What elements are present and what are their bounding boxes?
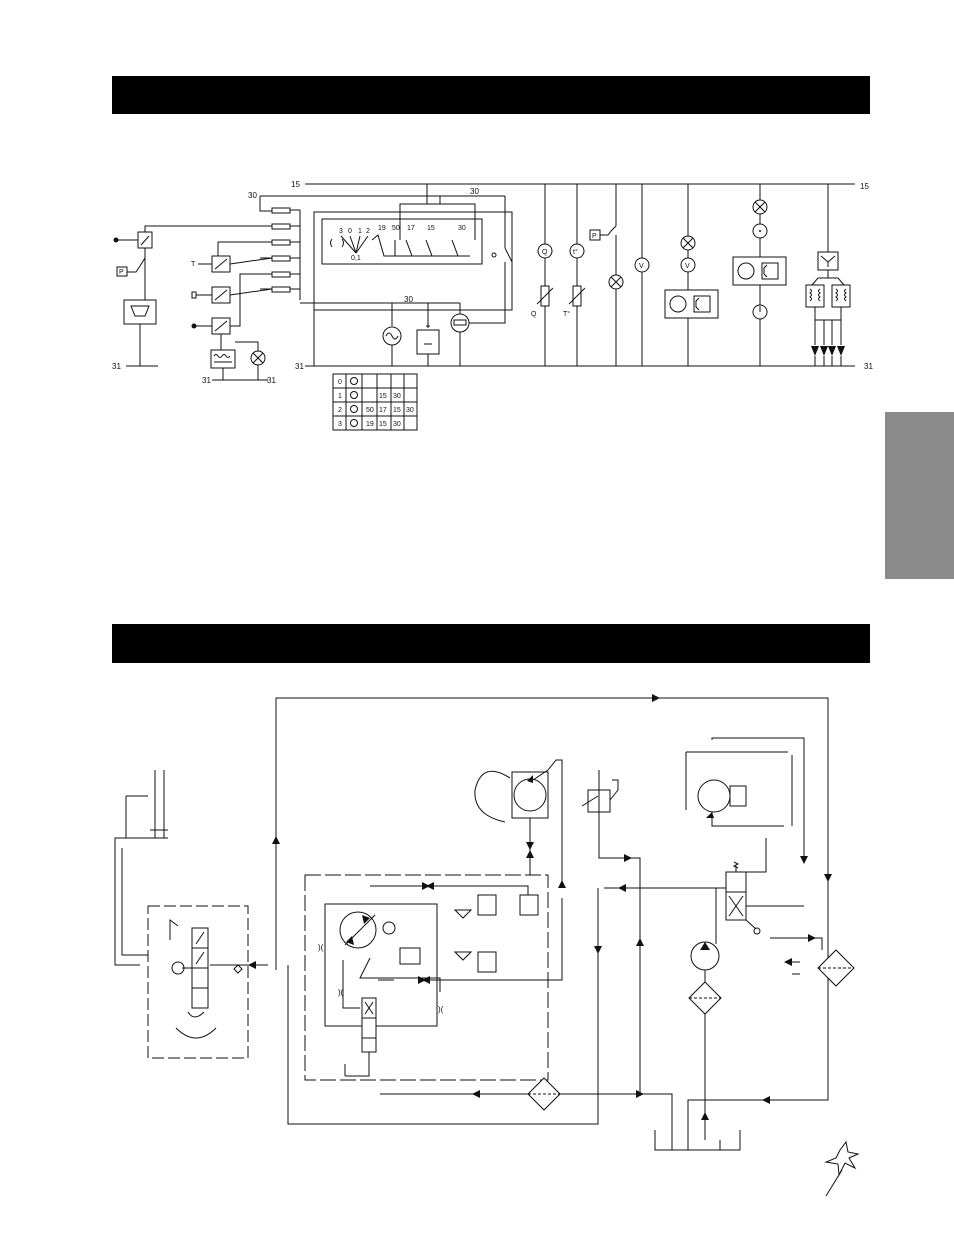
hour-meter-circuit	[732, 184, 787, 366]
orifice-mark-a: )(	[318, 943, 324, 952]
table-row-3-c3: 30	[393, 421, 401, 428]
switch-pos-2: 2	[366, 228, 370, 235]
switch-term-30: 30	[458, 225, 466, 232]
brand-logo-icon	[824, 1140, 860, 1197]
charge-pump	[688, 941, 722, 1140]
table-row-2-c4: 30	[406, 407, 414, 414]
oil-pressure-label: P	[592, 233, 597, 240]
main-reservoir	[640, 1093, 828, 1151]
switch-term-17: 17	[407, 225, 415, 232]
orifice-mark-c: )(	[438, 1005, 444, 1014]
table-row-3-c2: 15	[379, 421, 387, 428]
ground-31-horn-label: 31	[112, 362, 121, 371]
switch-position-table: 0 1 15 30 2 50 17 15 30 3 19 15 30	[332, 373, 418, 431]
horn-circuit: P 31	[112, 225, 260, 371]
orifice-mark-b: )(	[338, 988, 344, 997]
alternator-symbol	[382, 303, 402, 366]
bus-31-label: 31	[295, 362, 304, 371]
electrical-wiring-diagram: 15 15 31 31 30 30	[112, 180, 873, 431]
section-header-bar-hydraulic	[112, 624, 870, 663]
oil-pressure-circuit: P	[589, 184, 624, 366]
feed-30-mid-label: 30	[404, 295, 413, 304]
bus-15-label: 15	[291, 180, 300, 189]
pump-valve-block: )( )( )(	[304, 874, 563, 1081]
bus-15-right-label: 15	[860, 182, 869, 191]
table-row-1-c3: 30	[393, 393, 401, 400]
glow-relay-circuit	[805, 184, 851, 366]
table-row-2-c1: 50	[366, 407, 374, 414]
ignition-switch: 3 0 1 2 19 50 17 15 30 0,1	[313, 184, 513, 311]
fan-motor-loop	[685, 737, 808, 864]
relief-valve-upper	[581, 770, 641, 888]
table-row-2-pos: 2	[338, 407, 342, 414]
temp-switch-label: T	[191, 261, 196, 268]
fuse-block	[260, 207, 301, 300]
voltmeter-circuit: V	[634, 184, 650, 366]
fuel-gauge-circuit: Q Q	[531, 184, 554, 366]
section-header-bar-electrical	[112, 76, 870, 114]
switch-pos-0: 0	[348, 228, 352, 235]
switch-term-50: 50	[392, 225, 400, 232]
voltage-regulator-circuit: V	[664, 184, 719, 366]
table-row-1-c2: 15	[379, 393, 387, 400]
pressure-switch-label: P	[119, 269, 124, 276]
ground-31-sensor-label: 31	[202, 376, 211, 385]
battery-symbol	[416, 303, 440, 366]
switch-term-15: 15	[427, 225, 435, 232]
voltmeter-label: V	[639, 263, 644, 270]
sensor-switch-group: T 31 31	[191, 241, 276, 385]
left-reservoir	[114, 770, 168, 966]
switch-pos-3: 3	[339, 228, 343, 235]
fuel-sender-label: Q	[531, 311, 537, 318]
hydraulic-diagram: )( )( )(	[114, 694, 855, 1151]
side-thumb-tab	[885, 412, 954, 579]
table-row-0-pos: 0	[338, 379, 342, 386]
table-row-2-c3: 15	[393, 407, 401, 414]
temp-gauge-circuit: t° T°	[563, 184, 586, 366]
temp-sender-label: T°	[563, 310, 570, 318]
table-row-3-c1: 19	[366, 421, 374, 428]
steering-control-valve	[147, 905, 268, 1059]
table-row-3-pos: 3	[338, 421, 342, 428]
table-row-1-pos: 1	[338, 393, 342, 400]
table-row-2-c2: 17	[379, 407, 387, 414]
bus-31-right-label: 31	[864, 362, 873, 371]
voltage-meter-label: V	[685, 263, 690, 270]
switch-term-19: 19	[378, 225, 386, 232]
feed-30-top-label: 30	[470, 187, 479, 196]
switch-pos-1: 1	[358, 228, 362, 235]
fan-control-valve	[604, 838, 804, 944]
oil-cooler	[770, 934, 855, 987]
feed-30-left-label: 30	[248, 191, 257, 200]
switch-sub-label: 0,1	[351, 255, 361, 262]
return-filter	[380, 888, 644, 1111]
temp-gauge-label: t°	[573, 248, 578, 256]
fuel-gauge-label: Q	[542, 249, 548, 256]
starter-motor-symbol	[450, 300, 506, 366]
hydraulic-motor-center	[474, 759, 566, 888]
ground-31-lamp-label: 31	[267, 376, 276, 385]
